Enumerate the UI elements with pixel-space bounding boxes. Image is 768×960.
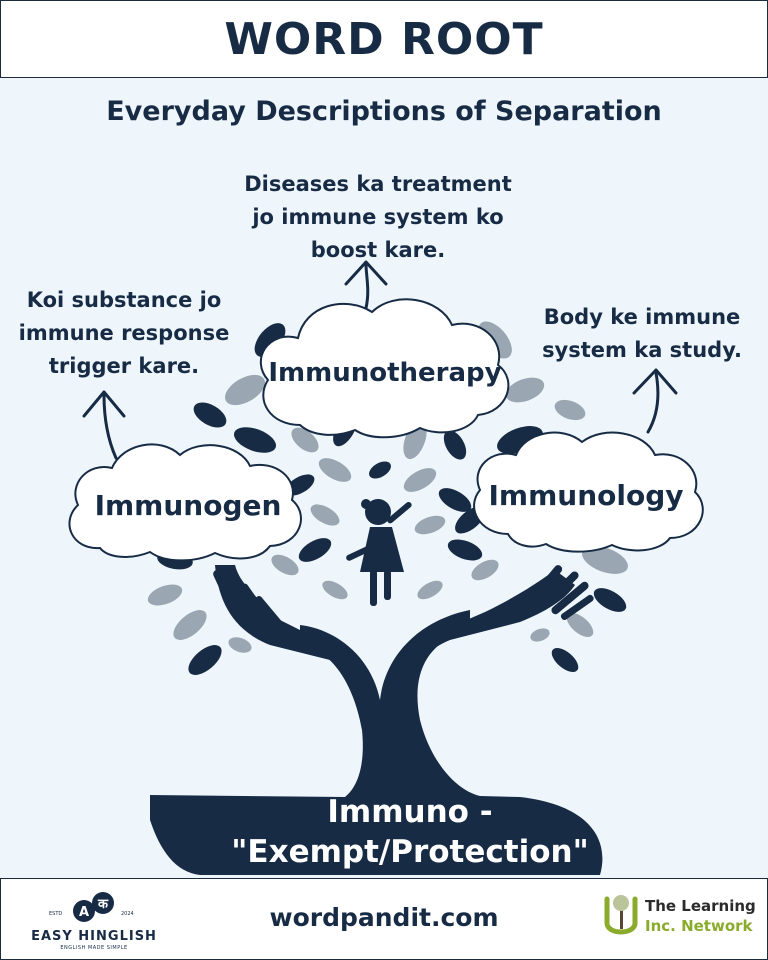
tree-trunk bbox=[150, 610, 603, 875]
easy-hinglish-name: EASY HINGLISH bbox=[31, 929, 157, 944]
footer: A क ESTD 2024 EASY HINGLISH ENGLISH MADE… bbox=[0, 878, 768, 960]
cloud-icon bbox=[473, 431, 704, 553]
leaf-icon bbox=[271, 554, 299, 576]
leaf-icon bbox=[188, 645, 222, 675]
leaf-icon bbox=[403, 468, 437, 492]
leaf-icon bbox=[447, 539, 483, 561]
u-tree-icon bbox=[604, 895, 638, 935]
leaf-icon bbox=[322, 580, 348, 600]
description-right: Body ke immune system ka study. bbox=[542, 305, 742, 362]
hand-icon bbox=[395, 565, 594, 690]
leaf-icon bbox=[530, 628, 550, 642]
easy-hinglish-logo: A क ESTD 2024 EASY HINGLISH ENGLISH MADE… bbox=[29, 887, 159, 953]
leaf-icon bbox=[566, 613, 594, 637]
header: WORD ROOT bbox=[0, 0, 768, 78]
glyph-b: क bbox=[97, 897, 109, 912]
cloud-icon bbox=[68, 443, 302, 562]
root-label-line2: "Exempt/Protection" bbox=[231, 834, 589, 870]
arrow-up-icon bbox=[344, 260, 388, 310]
description-left: Koi substance jo immune response trigger… bbox=[18, 288, 230, 378]
leaf-icon bbox=[551, 648, 579, 672]
leaf-icon bbox=[593, 588, 627, 612]
leaf-icon bbox=[438, 488, 472, 512]
leaf-icon bbox=[554, 399, 586, 421]
estd-label: ESTD bbox=[49, 911, 63, 917]
easy-hinglish-tagline: ENGLISH MADE SIMPLE bbox=[60, 945, 128, 951]
leaf-icon bbox=[193, 402, 227, 428]
leaf-icon bbox=[417, 580, 443, 600]
leaf-icon bbox=[254, 323, 286, 357]
leaf-icon bbox=[414, 515, 446, 535]
leaf-icon bbox=[233, 427, 277, 453]
arrow-up-icon bbox=[632, 368, 678, 434]
child-icon bbox=[346, 499, 412, 606]
leaf-icon bbox=[173, 610, 207, 640]
leaf-icon bbox=[443, 430, 467, 460]
leaf-icon bbox=[298, 538, 332, 562]
estd-year: 2024 bbox=[121, 911, 134, 917]
learning-inc-logo: The Learning Inc. Network bbox=[601, 893, 761, 945]
leaf-icon bbox=[505, 377, 545, 403]
website-link[interactable]: wordpandit.com bbox=[269, 903, 499, 932]
leaf-icon bbox=[582, 546, 628, 574]
glyph-a: A bbox=[79, 905, 89, 920]
leaf-icon bbox=[225, 374, 265, 406]
subtitle: Everyday Descriptions of Separation bbox=[106, 96, 662, 127]
leaf-icon bbox=[471, 559, 499, 581]
arrow-up-icon bbox=[82, 390, 126, 460]
page-title: WORD ROOT bbox=[224, 13, 544, 65]
root-label-line1: Immuno - bbox=[327, 794, 493, 830]
cloud-icon bbox=[259, 298, 510, 439]
hand-icon bbox=[213, 565, 370, 700]
learning-inc-line1: The Learning bbox=[645, 897, 756, 915]
leaf-icon bbox=[291, 427, 319, 453]
cloud-label-immunotherapy: Immunotherapy bbox=[268, 358, 502, 388]
leaf-icon bbox=[147, 584, 183, 606]
leaf-icon bbox=[310, 504, 340, 526]
leaf-icon bbox=[318, 458, 352, 482]
cloud-label-immunology: Immunology bbox=[488, 479, 684, 512]
leaf-icon bbox=[369, 461, 391, 479]
leaves bbox=[147, 321, 628, 675]
cloud-label-immunogen: Immunogen bbox=[94, 489, 282, 522]
leaf-icon bbox=[228, 637, 252, 653]
description-top: Diseases ka treatment jo immune system k… bbox=[244, 172, 512, 262]
learning-inc-line2: Inc. Network bbox=[645, 917, 753, 935]
speech-bubble-icon: A क bbox=[73, 892, 114, 922]
